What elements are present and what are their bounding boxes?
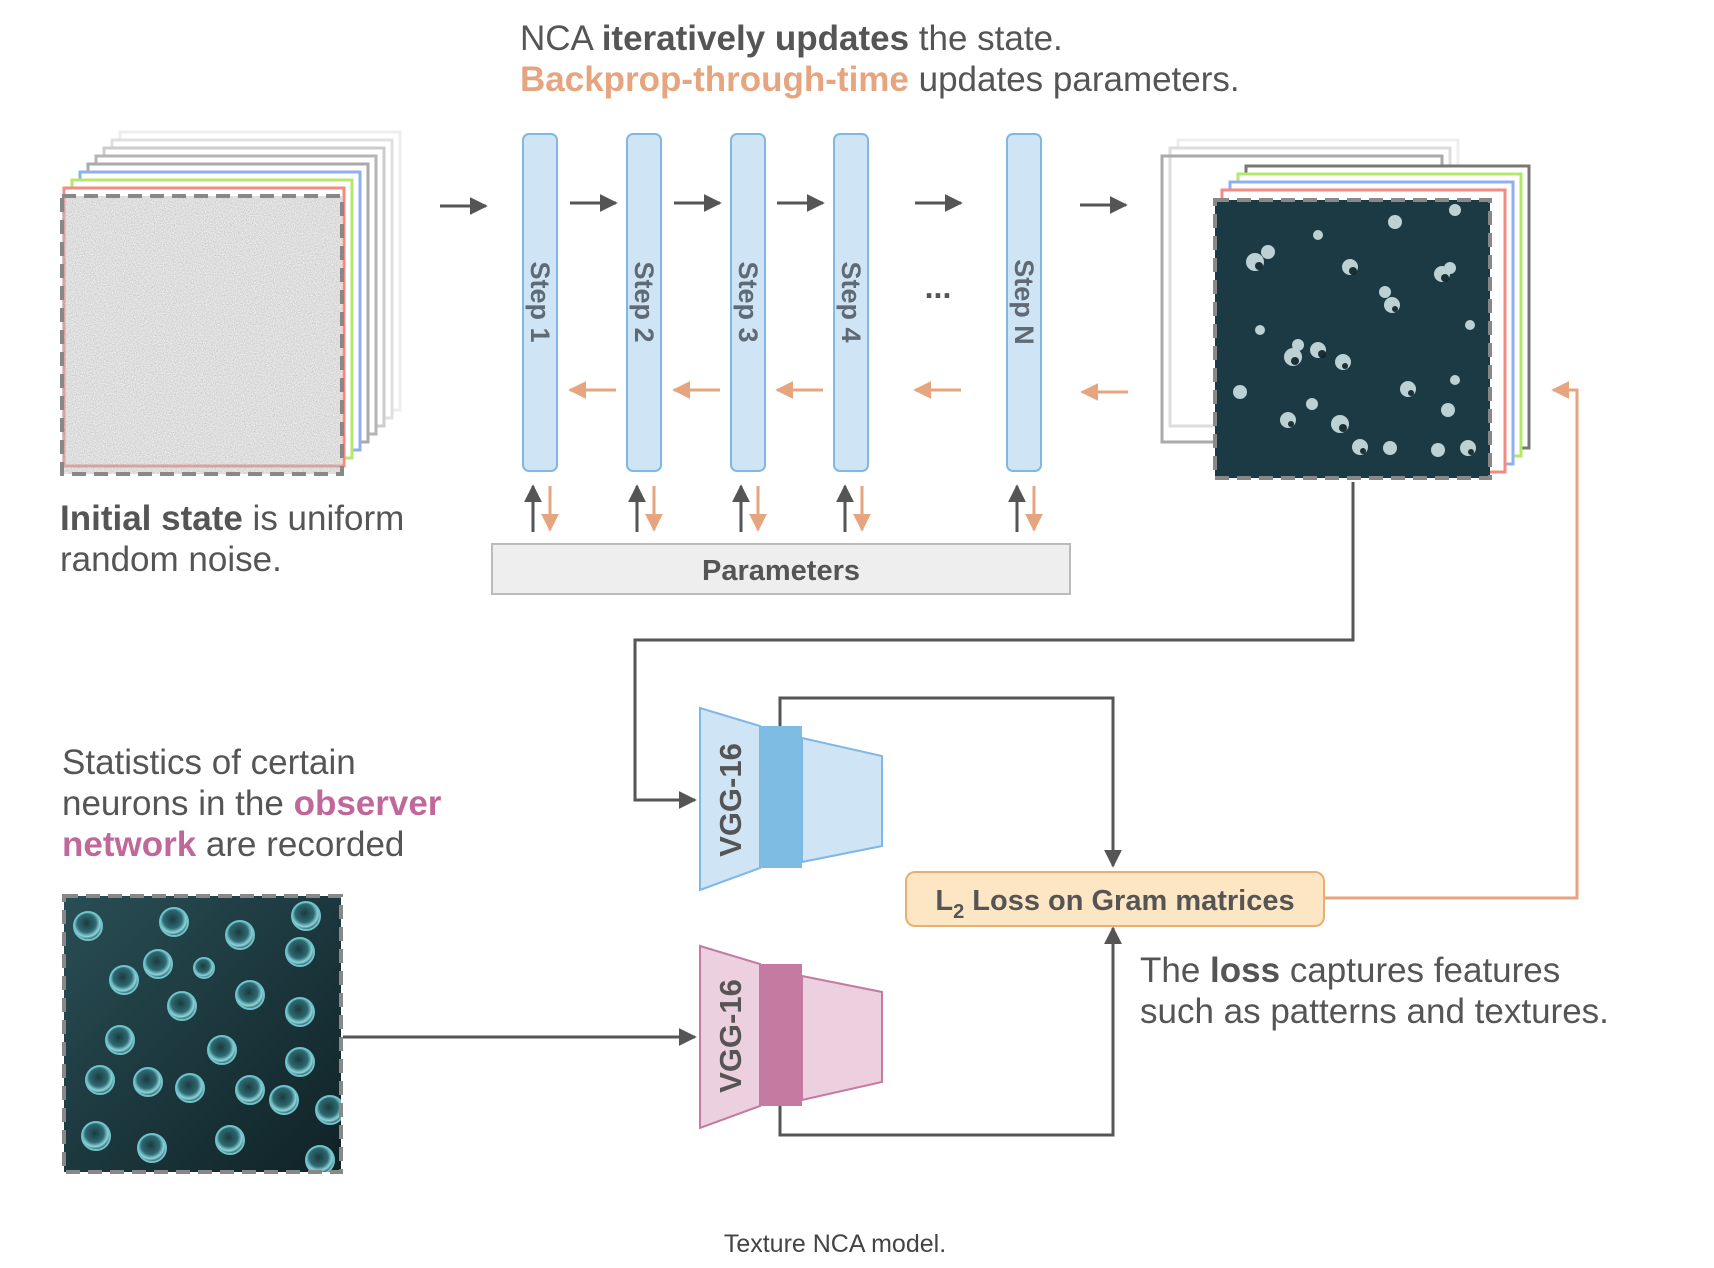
step-label: Step 2	[629, 261, 659, 342]
parameters-label: Parameters	[702, 555, 860, 587]
step-label: Step 4	[836, 261, 866, 342]
backprop-arrows	[568, 381, 1128, 401]
header-text: NCA iteratively updates the state. Backp…	[520, 18, 1240, 100]
initial-state-text: Initial state is uniform random noise.	[60, 498, 404, 580]
target-texture-image	[62, 894, 343, 1174]
observer-line3-post: are recorded	[196, 825, 405, 864]
header-line1-pre: NCA	[520, 19, 602, 58]
observer-line3-bold: network	[62, 825, 197, 864]
loss-note-bold: loss	[1210, 951, 1281, 990]
loss-note-text: The loss captures features such as patte…	[1140, 950, 1609, 1032]
loss-note-post: captures features	[1280, 951, 1561, 990]
loss-box-label: L2 Loss on Gram matrices	[935, 885, 1294, 923]
step-bars: Step 1 Step 2 Step 3 Step 4 Step N ...	[522, 133, 1042, 472]
loss-note-pre: The	[1140, 951, 1211, 990]
step-bar-3: Step 3	[730, 133, 766, 472]
step-label: Step 1	[525, 261, 555, 342]
observer-line1: Statistics of certain	[62, 743, 356, 782]
figure-caption: Texture NCA model.	[723, 1230, 947, 1258]
header-line2-post: updates parameters.	[908, 60, 1240, 99]
generated-texture-image	[1215, 200, 1490, 478]
observer-line2-pre: neurons in the	[62, 784, 294, 823]
result-state-stack	[1160, 138, 1531, 480]
initial-state-line2: random noise.	[60, 540, 282, 579]
step-bar-2: Step 2	[626, 133, 662, 472]
header-line2-bold: Backprop-through-time	[520, 60, 909, 99]
connector-lines	[343, 482, 1355, 1137]
vgg-top: VGG-16	[699, 706, 883, 892]
loss-feedback-line	[1322, 381, 1579, 900]
step-bar-n: Step N	[1006, 133, 1042, 472]
loss-box: L2 Loss on Gram matrices	[905, 871, 1325, 927]
initial-state-stack	[60, 130, 402, 476]
vgg-bottom: VGG-16	[699, 944, 883, 1130]
parameter-arrows	[524, 484, 1043, 532]
loss-note-line2: such as patterns and textures.	[1140, 992, 1609, 1031]
noise-image	[62, 196, 342, 474]
step-bar-1: Step 1	[522, 133, 558, 472]
step-label: Step N	[1009, 259, 1039, 345]
step-bar-4: Step 4	[833, 133, 869, 472]
vgg-bottom-label: VGG-16	[713, 979, 748, 1093]
observer-text: Statistics of certain neurons in the obs…	[62, 742, 441, 865]
observer-line2-bold: observer	[293, 784, 442, 823]
header-line1-bold: iteratively updates	[601, 19, 910, 58]
initial-state-bold: Initial state	[60, 499, 243, 538]
step-label: Step 3	[733, 261, 763, 342]
parameters-box: Parameters	[491, 543, 1071, 595]
vgg-top-label: VGG-16	[713, 743, 748, 857]
forward-arrows	[440, 194, 1128, 215]
initial-state-rest: is uniform	[242, 499, 405, 538]
ellipsis: ...	[925, 269, 952, 305]
header-line1-post: the state.	[909, 19, 1063, 58]
